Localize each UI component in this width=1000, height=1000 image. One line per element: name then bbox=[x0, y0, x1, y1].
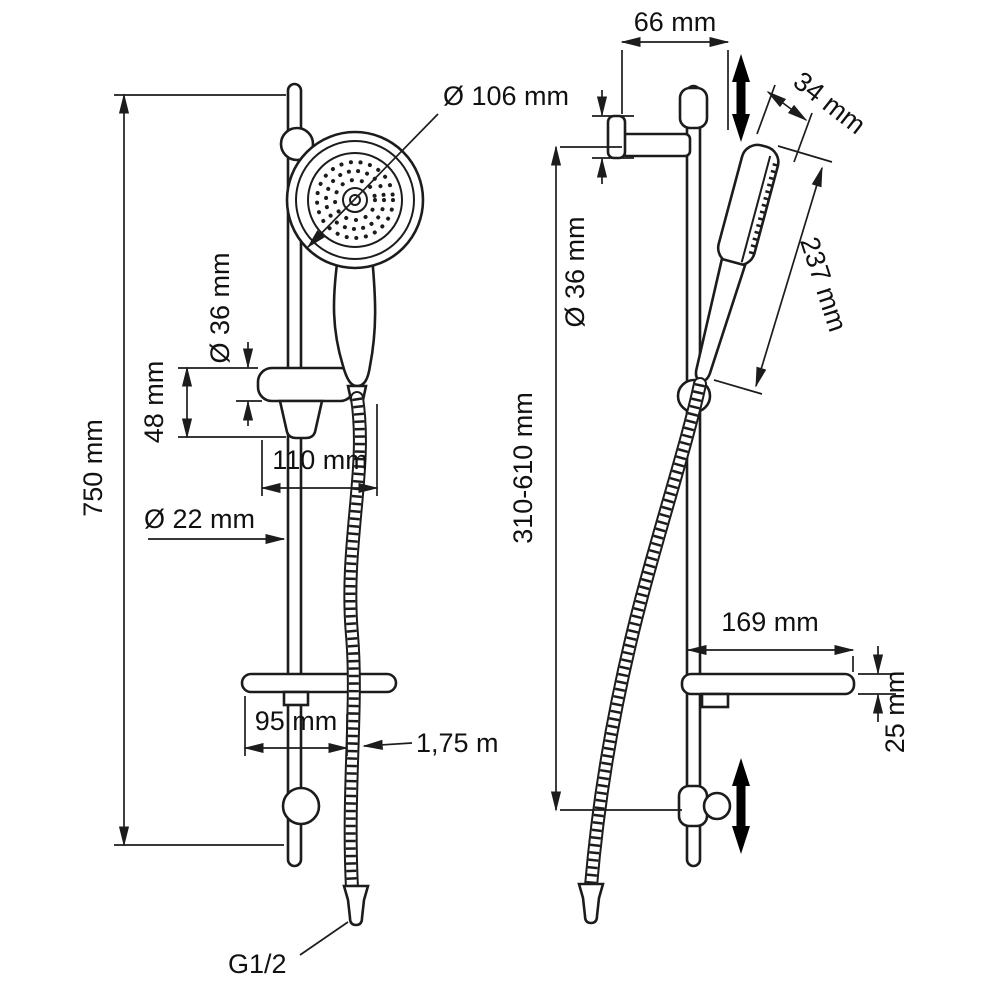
dim-shelf-thickness: 25 mm bbox=[858, 646, 910, 753]
top-bracket-knob-front bbox=[279, 126, 315, 162]
bottom-slider-knob-side bbox=[702, 791, 732, 821]
dim-thread-size: G1/2 bbox=[228, 921, 349, 979]
adjust-arrow-bottom bbox=[732, 758, 750, 854]
dim-hose-length: 1,75 m bbox=[362, 728, 499, 758]
dim-shelf-depth: 169 mm bbox=[686, 607, 855, 672]
dim-bracket-reach: 66 mm bbox=[620, 7, 730, 130]
label-holder-diameter-front: Ø 36 mm bbox=[205, 252, 235, 363]
dim-head-thickness: 34 mm bbox=[756, 66, 872, 163]
handle-front bbox=[332, 254, 377, 388]
dim-rail-height: 750 mm bbox=[78, 93, 286, 847]
label-head-length: 237 mm bbox=[794, 233, 853, 335]
front-view: 750 mm Ø 106 mm Ø 36 mm 48 mm 110 mm Ø bbox=[78, 81, 569, 979]
label-rail-height: 750 mm bbox=[78, 419, 108, 517]
label-shelf-depth: 169 mm bbox=[721, 607, 819, 637]
label-rail-diameter: Ø 22 mm bbox=[144, 504, 255, 534]
hose-fitting-front bbox=[342, 884, 370, 927]
dim-holder-height: 48 mm bbox=[139, 361, 286, 444]
label-bracket-reach: 66 mm bbox=[634, 7, 717, 37]
nozzle-ring-inner bbox=[333, 178, 377, 222]
label-hose-length: 1,75 m bbox=[416, 728, 499, 758]
label-holder-height: 48 mm bbox=[139, 361, 169, 444]
soap-dish-side bbox=[680, 672, 856, 696]
wall-bracket-arm-side bbox=[620, 132, 692, 158]
dim-wall-mount-diameter: Ø 36 mm bbox=[560, 90, 634, 328]
label-head-thickness: 34 mm bbox=[788, 66, 872, 140]
side-view: 66 mm 34 mm Ø 36 mm 237 mm 310-610 mm bbox=[508, 7, 910, 925]
hose-side bbox=[584, 377, 707, 893]
dim-bracket-span: 310-610 mm bbox=[508, 145, 682, 812]
label-shelf-thickness: 25 mm bbox=[880, 671, 910, 754]
hose-fitting-side bbox=[577, 882, 605, 925]
holder-knob-front bbox=[278, 399, 324, 440]
dim-head-diameter: Ø 106 mm bbox=[306, 81, 569, 249]
wall-plate-side bbox=[606, 114, 627, 160]
soap-dish-front bbox=[240, 672, 398, 694]
hose-front bbox=[343, 391, 367, 895]
label-head-diameter: Ø 106 mm bbox=[443, 81, 569, 111]
rail-front bbox=[286, 82, 303, 868]
adjust-arrow-top bbox=[732, 54, 750, 142]
label-head-offset: 110 mm bbox=[272, 445, 368, 475]
soap-dish-mount-front bbox=[282, 690, 310, 707]
bottom-bracket-knob-front bbox=[281, 786, 321, 826]
dim-head-offset: 110 mm bbox=[260, 404, 379, 496]
label-bracket-span: 310-610 mm bbox=[508, 392, 538, 544]
rail-side bbox=[685, 84, 702, 868]
handset-holder-front bbox=[256, 366, 356, 403]
label-wall-mount-diameter: Ø 36 mm bbox=[560, 216, 590, 327]
dim-rail-diameter: Ø 22 mm bbox=[144, 504, 286, 545]
label-shelf-width: 95 mm bbox=[255, 706, 338, 736]
nozzle-ring-middle bbox=[324, 169, 386, 231]
top-slider-side bbox=[678, 86, 709, 130]
soap-dish-mount-side bbox=[700, 692, 730, 709]
label-thread-size: G1/2 bbox=[228, 949, 287, 979]
dim-shelf-width: 95 mm bbox=[243, 696, 349, 756]
dim-holder-diameter-front: Ø 36 mm bbox=[178, 252, 262, 426]
nozzle-ring-outer bbox=[315, 160, 395, 240]
